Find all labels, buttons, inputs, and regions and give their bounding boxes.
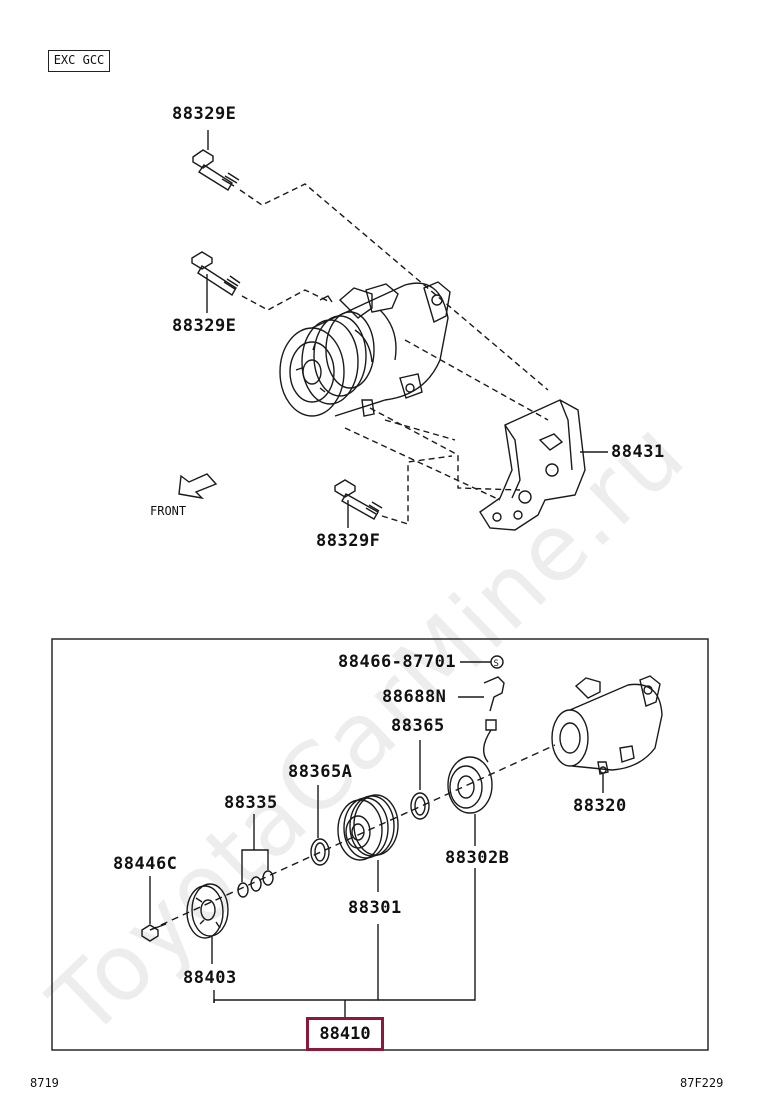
label-88301: 88301 <box>348 898 402 918</box>
label-88431: 88431 <box>611 442 665 462</box>
label-88446c: 88446C <box>113 854 178 874</box>
bolt-88329f <box>334 479 383 528</box>
label-88365: 88365 <box>391 716 445 736</box>
compressor-top <box>279 281 451 417</box>
compressor-88320 <box>551 675 663 775</box>
bolt-88329e-mid <box>191 251 241 313</box>
snap-ring-88365 <box>410 792 430 820</box>
footer-left-code: 8719 <box>30 1076 59 1090</box>
label-88466-87701: 88466-87701 <box>338 652 457 672</box>
exc-gcc-tag: EXC GCC <box>48 50 110 72</box>
shims-88335 <box>237 870 274 898</box>
screw-88466-87701: S <box>490 655 504 669</box>
label-88320: 88320 <box>573 796 627 816</box>
pulley-88301 <box>337 794 399 861</box>
label-88365a: 88365A <box>288 762 353 782</box>
label-88329e-top: 88329E <box>172 104 237 124</box>
label-88329f: 88329F <box>316 531 381 551</box>
front-label: FRONT <box>150 504 187 518</box>
coil-88302b <box>447 756 493 814</box>
bolt-88329e-top <box>192 130 240 191</box>
front-arrow-icon <box>178 473 218 500</box>
label-88302b: 88302B <box>445 848 510 868</box>
svg-text:S: S <box>494 659 499 669</box>
bolt-88446c <box>141 923 167 942</box>
connector-88688n <box>483 676 505 763</box>
footer-right-code: 87F229 <box>680 1076 724 1090</box>
label-88329e-mid: 88329E <box>172 316 237 336</box>
label-88403: 88403 <box>183 968 237 988</box>
snap-ring-88365a <box>310 838 330 866</box>
label-88688n: 88688N <box>382 687 447 707</box>
label-88335: 88335 <box>224 793 278 813</box>
hub-88403 <box>186 883 229 939</box>
bracket-88431 <box>479 399 586 531</box>
label-88410-highlight[interactable]: 88410 <box>306 1017 384 1051</box>
